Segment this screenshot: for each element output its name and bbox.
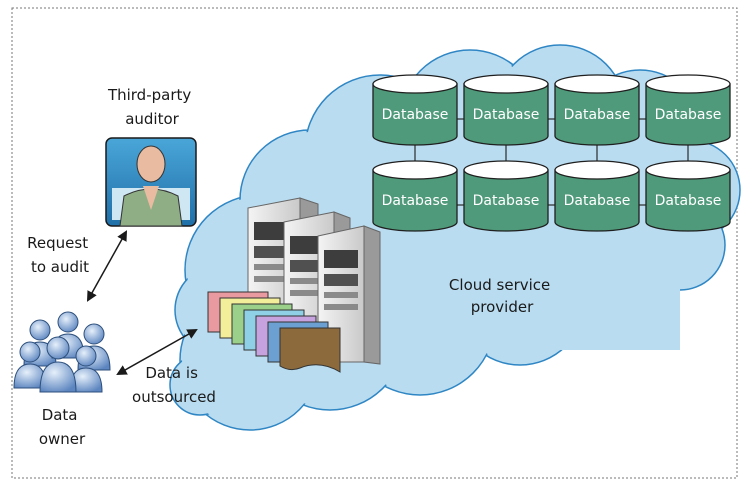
owner-label: Data owner	[39, 406, 86, 448]
database-label: Database	[655, 107, 722, 123]
database-icon: Database	[463, 160, 549, 232]
auditor-label: Third-party auditor	[107, 86, 196, 128]
document-stack-icon	[207, 291, 341, 373]
database-icon: Database	[554, 74, 640, 146]
database-label: Database	[655, 193, 722, 209]
audit-request-arrow	[86, 230, 128, 302]
database-icon: Database	[372, 160, 458, 232]
database-label: Database	[564, 107, 631, 123]
database-label: Database	[382, 107, 449, 123]
diagram-frame	[11, 7, 738, 479]
database-icon: Database	[463, 74, 549, 146]
provider-label: Cloud service provider	[449, 276, 555, 316]
database-label: Database	[564, 193, 631, 209]
request-label: Request to audit	[27, 234, 93, 276]
database-icon: Database	[645, 160, 731, 232]
auditor-portrait-icon	[105, 137, 197, 227]
outsourced-label: Data is outsourced	[132, 364, 216, 406]
data-outsourced-arrow	[116, 328, 198, 376]
database-label: Database	[382, 193, 449, 209]
database-icon: Database	[372, 74, 458, 146]
database-icon: Database	[554, 160, 640, 232]
database-label: Database	[473, 193, 540, 209]
database-label: Database	[473, 107, 540, 123]
user-group-icon	[13, 311, 111, 393]
database-icon: Database	[645, 74, 731, 146]
